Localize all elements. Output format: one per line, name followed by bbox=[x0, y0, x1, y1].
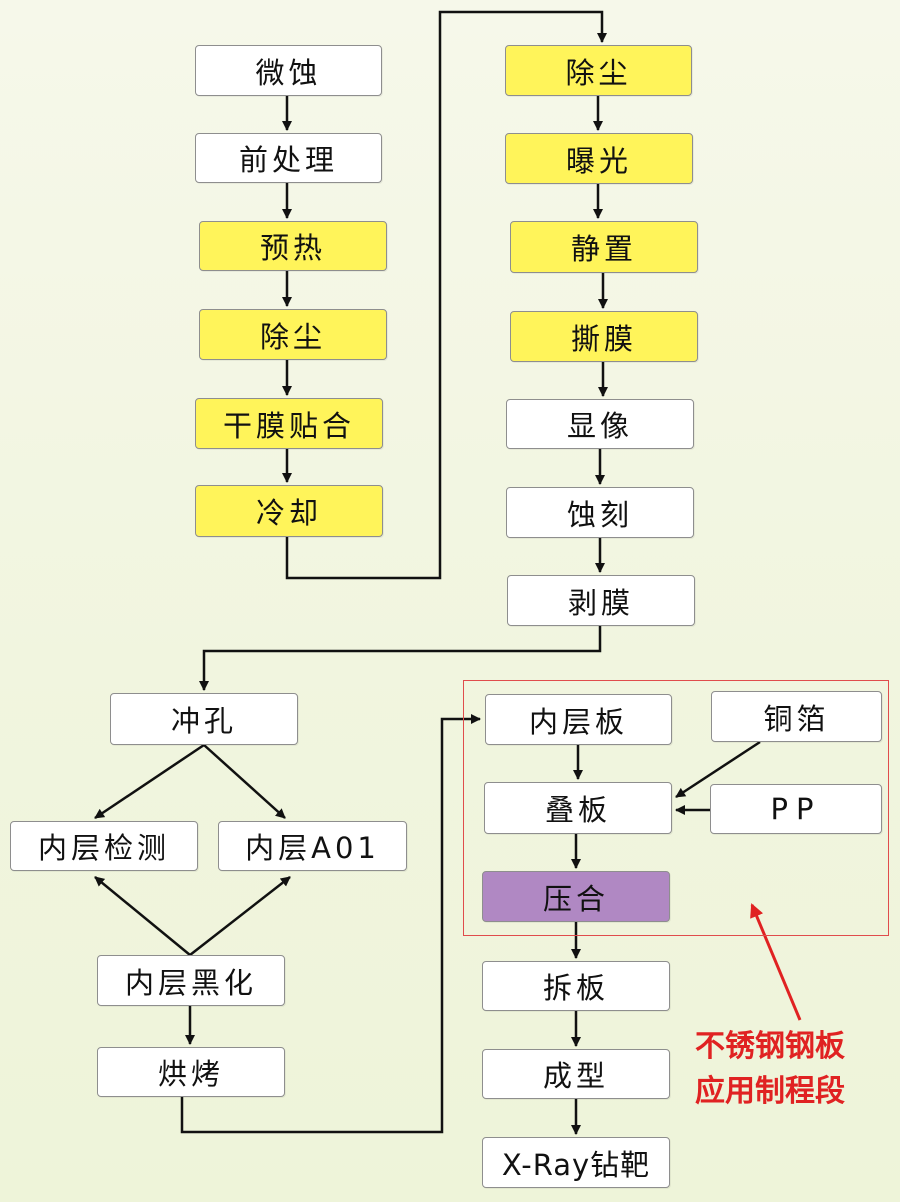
node-stripping: 剥膜 bbox=[507, 575, 695, 626]
node-copper-foil: 铜箔 bbox=[711, 691, 882, 742]
node-pressing: 压合 bbox=[482, 871, 670, 922]
node-pp: PP bbox=[710, 784, 882, 834]
node-layup: 叠板 bbox=[484, 782, 672, 834]
node-inner-layer-inspection: 内层检测 bbox=[10, 821, 198, 871]
stainless-steel-highlight-box bbox=[463, 680, 889, 936]
node-forming: 成型 bbox=[482, 1049, 670, 1099]
node-dust-removal-1: 除尘 bbox=[199, 309, 387, 360]
node-inner-layer-board: 内层板 bbox=[485, 694, 672, 745]
annotation-arrow bbox=[750, 903, 802, 1021]
node-inner-layer-aoi: 内层A01 bbox=[218, 821, 407, 871]
stainless-steel-annotation: 不锈钢钢板 应用制程段 bbox=[695, 1024, 895, 1114]
node-etching: 蚀刻 bbox=[506, 487, 694, 538]
edge-strip-punch bbox=[199, 626, 602, 691]
node-resting: 静置 bbox=[510, 221, 698, 273]
node-dust-removal-2: 除尘 bbox=[505, 45, 692, 96]
node-peel-film: 撕膜 bbox=[510, 311, 698, 362]
annotation-line-1: 不锈钢钢板 bbox=[695, 1029, 845, 1064]
node-punching: 冲孔 bbox=[110, 693, 298, 745]
edge-blackox-inspect bbox=[94, 876, 191, 956]
edge-bake-inner bbox=[180, 714, 481, 1134]
node-dry-film-lamination: 干膜贴合 bbox=[195, 398, 383, 449]
node-baking: 烘烤 bbox=[97, 1047, 285, 1097]
node-breakdown: 拆板 bbox=[482, 961, 670, 1011]
node-xray-target-drilling: X-Ray钻靶 bbox=[482, 1137, 670, 1188]
edge-copper-layup bbox=[675, 740, 761, 799]
node-preheat: 预热 bbox=[199, 221, 387, 271]
edge-cool-dust2 bbox=[285, 10, 607, 580]
node-cooling: 冷却 bbox=[195, 485, 383, 537]
node-exposure: 曝光 bbox=[505, 133, 693, 184]
edge-punch-aoi bbox=[203, 744, 286, 819]
node-pretreat: 前处理 bbox=[195, 133, 382, 183]
annotation-line-2: 应用制程段 bbox=[695, 1074, 845, 1109]
node-inner-layer-black-oxide: 内层黑化 bbox=[97, 955, 285, 1006]
edge-punch-inspect bbox=[94, 743, 205, 820]
edge-blackox-aoi bbox=[189, 876, 291, 956]
node-microetch: 微蚀 bbox=[195, 45, 382, 96]
node-developing: 显像 bbox=[506, 399, 694, 449]
